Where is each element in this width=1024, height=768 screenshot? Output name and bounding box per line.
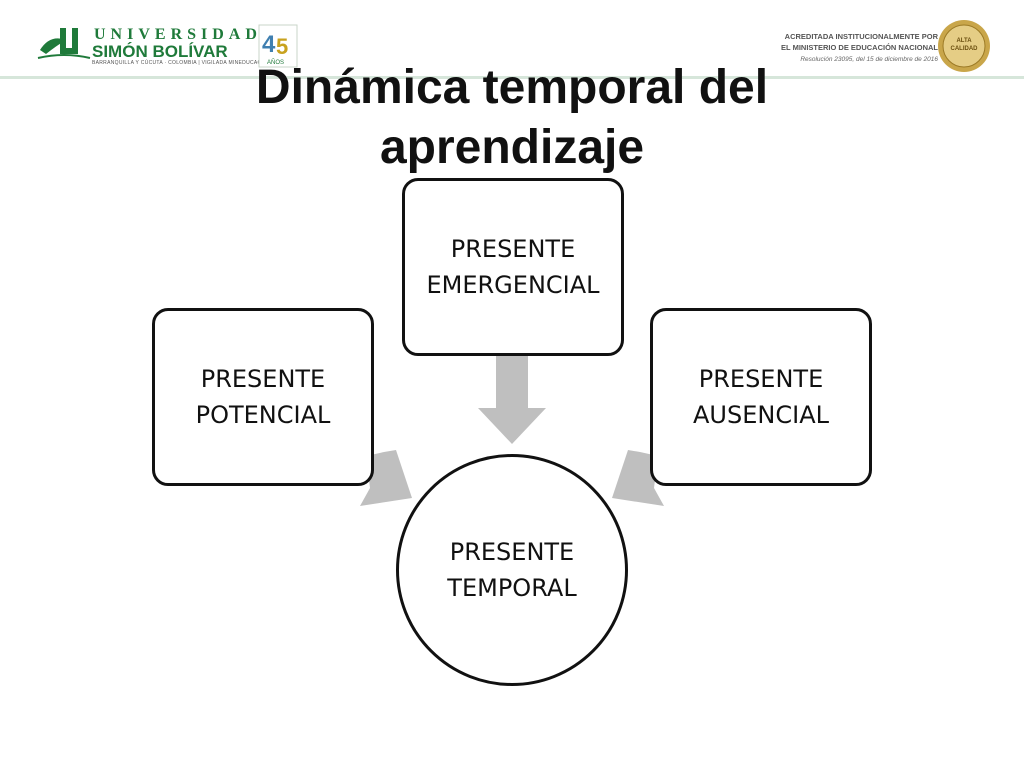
node-label-potencial: PRESENTE POTENCIAL (195, 365, 331, 429)
svg-text:ALTA: ALTA (956, 38, 972, 44)
accreditation-line3: Resolución 23095, del 15 de diciembre de… (800, 56, 938, 63)
accreditation-line2: EL MINISTERIO DE EDUCACIÓN NACIONAL (781, 43, 938, 52)
quality-seal-icon: ALTA CALIDAD (938, 20, 990, 72)
svg-text:CALIDAD: CALIDAD (951, 46, 979, 52)
node-presente-emergencial: PRESENTE EMERGENCIAL (402, 178, 624, 356)
university-subtitle: BARRANQUILLA Y CÚCUTA · COLOMBIA | VIGIL… (92, 60, 272, 66)
node-label-temporal: PRESENTE TEMPORAL (447, 538, 577, 602)
university-name-line2: SIMÓN BOLÍVAR (92, 42, 228, 61)
node-label-emergencial: PRESENTE EMERGENCIAL (426, 235, 600, 299)
slide-title: Dinámica temporal del aprendizaje (255, 61, 769, 174)
svg-text:4: 4 (262, 31, 276, 58)
arrow-down-icon (478, 356, 546, 444)
node-label-ausencial: PRESENTE AUSENCIAL (693, 365, 829, 429)
accreditation-line1: ACREDITADA INSTITUCIONALMENTE POR (784, 32, 938, 41)
header-divider (0, 76, 1024, 79)
university-logo-icon (37, 28, 91, 59)
university-name-line1: UNIVERSIDAD (94, 26, 262, 43)
svg-text:AÑOS: AÑOS (267, 59, 284, 66)
node-presente-potencial: PRESENTE POTENCIAL (152, 308, 374, 486)
anniversary-45-logo-icon: 4 5 AÑOS (258, 24, 298, 68)
svg-text:5: 5 (276, 34, 288, 59)
node-presente-temporal: PRESENTE TEMPORAL (396, 454, 628, 686)
node-presente-ausencial: PRESENTE AUSENCIAL (650, 308, 872, 486)
